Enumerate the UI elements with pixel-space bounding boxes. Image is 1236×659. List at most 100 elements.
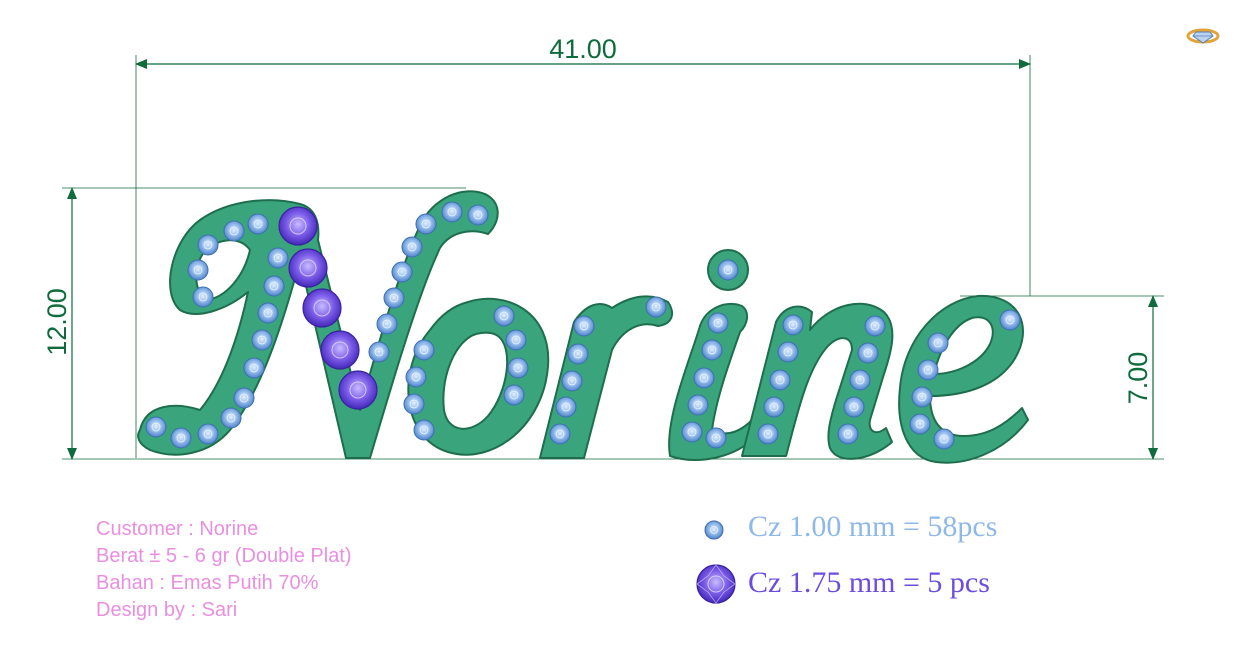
small-cz-stone [233,387,255,409]
small-cz-stone-facet [711,433,721,443]
small-cz-stone-facet [263,308,273,318]
width-label: 41.00 [549,34,617,64]
small-cz-stone-facet [389,293,399,303]
small-cz-stone [187,259,209,281]
small-cz-stone [717,259,739,281]
large-cz-stone-facet [289,217,307,235]
small-cz-stone-facet [203,240,213,250]
small-cz-stone [763,396,785,418]
small-cz-stone-facet [382,319,392,329]
large-cz-stone-facet [349,381,367,399]
small-cz-stone-facet [257,335,267,345]
small-cz-stone-facet [687,427,697,437]
small-cz-stone [247,213,269,235]
small-cz-stone-facet [226,413,236,423]
small-cz-stone-facet [923,365,933,375]
height-label: 12.00 [42,288,72,356]
small-cz-stone-facet [713,318,723,328]
small-cz-stone-facet [374,347,384,357]
small-cz-stone-facet [409,399,419,409]
small-cz-stone-facet [513,363,523,373]
small-cz-stone [493,305,515,327]
small-cz-stone-facet [198,292,208,302]
customer-line: Customer : Norine [96,518,259,540]
small-cz-stone-facet [870,321,880,331]
small-cz-stone [415,213,437,235]
height-dimension: 12.00 [42,187,77,460]
small-cz-stone-facet [499,311,509,321]
small-cz-stone-facet [573,349,583,359]
small-cz-stone-facet [917,392,927,402]
small-cz-stone [782,314,804,336]
small-cz-stone-facet [849,402,859,412]
small-cz-stone-facet [843,429,853,439]
small-stone-legend-label: Cz 1.00 mm = 58pcs [748,510,998,543]
small-cz-stone-facet [699,373,709,383]
small-cz-stone [467,204,489,226]
small-cz-stone [257,302,279,324]
large-cz-stone [288,248,328,288]
small-cz-stone [927,332,949,354]
small-cz-stone-facet [939,434,949,444]
small-stone-legend-icon [704,520,724,540]
small-cz-stone [413,339,435,361]
small-cz-stone [223,220,245,242]
small-cz-stone [843,396,865,418]
small-cz-stone-facet [567,376,577,386]
small-cz-stone [999,309,1021,331]
large-cz-stone [338,370,378,410]
small-cz-stone-facet [421,219,431,229]
large-cz-stone [278,206,318,246]
small-cz-stone-facet [693,400,703,410]
small-cz-stone [909,413,931,435]
small-cz-stone [170,427,192,449]
large-stone-legend-icon [696,564,736,604]
small-cz-stone [769,369,791,391]
small-cz-stone-facet [229,226,239,236]
small-cz-stone-facet [775,375,785,385]
small-cz-stone [503,384,525,406]
small-cz-stone-facet [763,429,773,439]
small-cz-stone-facet [915,419,925,429]
small-cz-stone [849,369,871,391]
small-cz-stone-facet [419,425,429,435]
small-cz-stone [701,339,723,361]
small-cz-stone [192,286,214,308]
small-cz-stone [911,386,933,408]
small-cz-stone-facet [788,320,798,330]
small-cz-stone-facet [151,422,161,432]
small-cz-stone [243,357,265,379]
large-stones [278,206,378,410]
weight-line: Berat ± 5 - 6 gr (Double Plat) [96,545,352,567]
small-cz-stone [549,423,571,445]
large-cz-stone [320,330,360,370]
small-cz-stone-facet [176,433,186,443]
ring-logo-icon [1186,28,1220,44]
small-cz-stone [757,423,779,445]
small-cz-stone [197,423,219,445]
small-cz-stone [263,275,285,297]
small-cz-stone-facet [239,393,249,403]
small-cz-stone [507,357,529,379]
small-cz-stone-facet [273,253,283,263]
large-cz-stone-facet [313,299,331,317]
lowercase-height-label: 7.00 [1123,352,1153,405]
small-cz-stone [707,312,729,334]
small-cz-stone [917,359,939,381]
small-cz-stone [705,427,727,449]
name-pendant [137,190,1029,464]
small-cz-stone [777,341,799,363]
small-cz-stone [933,428,955,450]
small-cz-stone-facet [1005,315,1015,325]
small-cz-stone [561,370,583,392]
small-cz-stone-facet [579,321,589,331]
small-cz-stone-facet [397,267,407,277]
lowercase-height-dimension: 7.00 [1123,295,1158,460]
designer-line: Design by : Sari [96,599,238,621]
small-cz-stone-facet [447,207,457,217]
small-cz-stone [383,287,405,309]
small-cz-stone [687,394,709,416]
small-stones [145,201,1021,450]
small-cz-stone [693,367,715,389]
